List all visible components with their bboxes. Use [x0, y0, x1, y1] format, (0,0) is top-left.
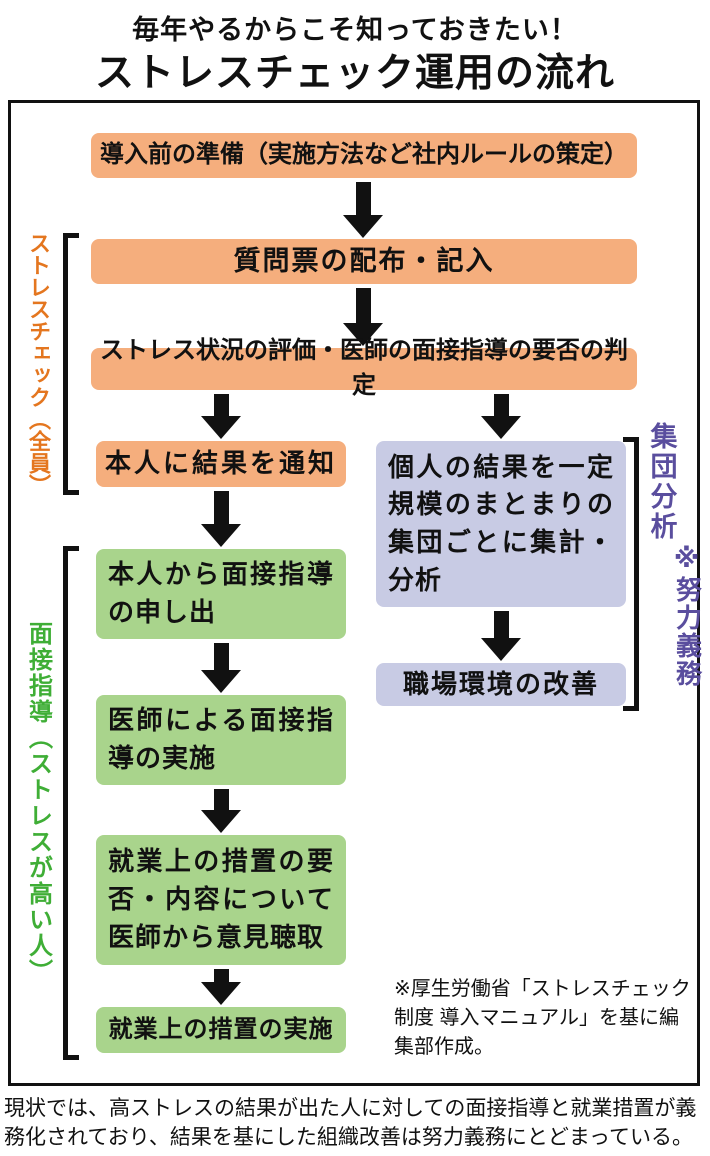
flow-step-request: 本人から面接指導の申し出 [96, 549, 346, 639]
label-stress-check-wrap: ストレスチェック（全員） [17, 232, 59, 496]
arrow-down-icon [481, 394, 521, 439]
arrow-shaft [493, 394, 509, 416]
arrow-shaft [213, 789, 229, 810]
bracket-group-analysis [623, 437, 639, 711]
arrow-down-icon [201, 789, 241, 833]
flow-step-label: 質問票の配布・記入 [233, 245, 495, 276]
arrow-head [201, 524, 241, 547]
flow-step-label: 就業上の措置の要否・内容について医師から意見聴取 [108, 846, 334, 952]
label-effort-duty-wrap: ※努力義務 [671, 541, 705, 691]
arrow-head [343, 323, 383, 346]
arrow-shaft [213, 394, 229, 416]
flow-step-aggregate: 個人の結果を一定規模のまとまりの集団ごとに集計・分析 [376, 441, 626, 607]
flow-step-opinion: 就業上の措置の要否・内容について医師から意見聴取 [96, 835, 346, 965]
flow-step-label: 個人の結果を一定規模のまとまりの集団ごとに集計・分析 [388, 451, 614, 595]
arrow-head [201, 810, 241, 833]
arrow-shaft [493, 611, 509, 638]
flow-step-improve: 職場環境の改善 [376, 663, 626, 706]
arrow-head [201, 982, 241, 1005]
bottom-caption: 現状では、高ストレスの結果が出た人に対しての面接指導と就業措置が義務化されており… [4, 1097, 697, 1150]
flow-step-label: 医師による面接指導の実施 [108, 705, 334, 773]
arrow-down-icon [201, 643, 241, 693]
arrow-shaft [213, 491, 229, 524]
arrow-head [481, 638, 521, 661]
arrow-head [201, 670, 241, 693]
arrow-down-icon [343, 182, 383, 238]
arrow-shaft [355, 182, 371, 215]
flow-step-label: 就業上の措置の実施 [108, 1015, 334, 1043]
arrow-head [343, 215, 383, 238]
label-stress-check: ストレスチェック（全員） [26, 232, 51, 496]
flow-step-label: 導入前の準備（実施方法など社内ルールの策定） [100, 141, 628, 169]
arrow-shaft [213, 643, 229, 670]
arrow-down-icon [343, 288, 383, 346]
arrow-down-icon [201, 969, 241, 1005]
flow-step-preparation: 導入前の準備（実施方法など社内ルールの策定） [91, 133, 637, 178]
label-effort-duty: ※努力義務 [672, 544, 703, 688]
flow-step-interview: 医師による面接指導の実施 [96, 695, 346, 785]
flow-step-label: ストレス状況の評価・医師の面接指導の要否の判定 [100, 337, 628, 399]
flow-step-measures: 就業上の措置の実施 [96, 1007, 346, 1053]
label-group-analysis: 集団分析 [646, 422, 677, 542]
bracket-interview-guidance [63, 546, 79, 1060]
arrow-head [481, 416, 521, 439]
page-title: ストレスチェック運用の流れ [94, 52, 615, 95]
flow-step-label: 本人に結果を通知 [104, 448, 337, 479]
flowchart-frame: 導入前の準備（実施方法など社内ルールの策定） 質問票の配布・記入 ストレス状況の… [8, 100, 703, 1086]
bracket-stress-check [63, 233, 79, 495]
label-interview-guidance: 面接指導（ストレスが高い人） [24, 621, 52, 985]
arrow-shaft [213, 969, 229, 982]
arrow-down-icon [201, 394, 241, 439]
arrow-down-icon [481, 611, 521, 661]
arrow-head [201, 416, 241, 439]
label-group-analysis-wrap: 集団分析 [645, 419, 679, 545]
source-footnote: ※厚生労働省「ストレスチェック制度 導入マニュアル」を基に編集部作成。 [394, 978, 691, 1058]
flow-step-evaluate: ストレス状況の評価・医師の面接指導の要否の判定 [91, 337, 637, 399]
page-subtitle: 毎年やるからこそ知っておきたい！ [132, 15, 578, 45]
flow-step-label: 職場環境の改善 [402, 668, 599, 699]
flow-step-distribute: 質問票の配布・記入 [91, 239, 637, 284]
flow-step-label: 本人から面接指導の申し出 [108, 559, 334, 627]
flow-step-notify: 本人に結果を通知 [96, 441, 346, 487]
arrow-down-icon [201, 491, 241, 547]
label-interview-guidance-wrap: 面接指導（ストレスが高い人） [17, 546, 59, 1060]
arrow-shaft [355, 288, 371, 323]
